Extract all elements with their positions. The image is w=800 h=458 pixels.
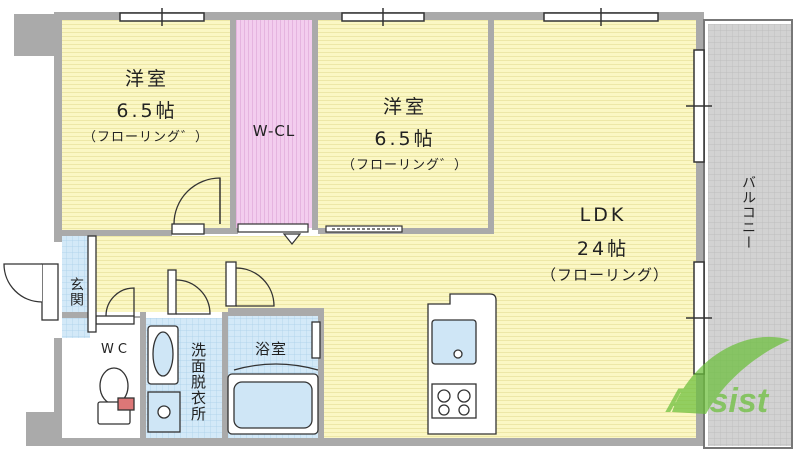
entrance-label: 玄関 — [68, 277, 84, 307]
toilet-label: WC — [101, 342, 131, 357]
western-room-2-name: 洋室 — [382, 96, 427, 118]
floor-ldk — [494, 20, 696, 438]
western-room-1-name: 洋室 — [124, 68, 169, 90]
floor-entrance — [62, 234, 90, 338]
kitchen-counter — [427, 293, 497, 435]
floor-wcl — [236, 20, 312, 228]
ldk-name: LDK — [579, 204, 627, 226]
windows-top — [119, 8, 659, 26]
floor-western-room-1 — [62, 20, 236, 232]
bathtub — [227, 321, 321, 435]
swing-doors — [95, 177, 275, 325]
ldk-size: 24帖 — [576, 238, 630, 260]
balcony-label: バルコニー — [740, 174, 756, 250]
ldk-floor: （フローリング） — [540, 266, 669, 284]
entrance-door — [3, 235, 97, 333]
wcl-name: W-CL — [252, 122, 296, 140]
floor-western-room-2 — [318, 20, 488, 228]
washroom-label: 洗面脱衣所 — [189, 342, 207, 422]
logo-text: Assist — [665, 382, 770, 420]
washroom-fixtures — [147, 325, 181, 433]
bath-label: 浴室 — [254, 340, 287, 358]
western-room-2-size: 6.5帖 — [374, 128, 436, 150]
toilet-fixture — [97, 367, 135, 425]
western-room-1-floor: （フローリング゛） — [82, 130, 209, 145]
balcony-railing — [703, 19, 793, 449]
sliding-doors — [237, 223, 403, 245]
logo-watermark: Assist — [665, 336, 790, 420]
western-room-1-size: 6.5帖 — [116, 100, 178, 122]
western-room-2-floor: （フローリング゛） — [341, 158, 468, 173]
